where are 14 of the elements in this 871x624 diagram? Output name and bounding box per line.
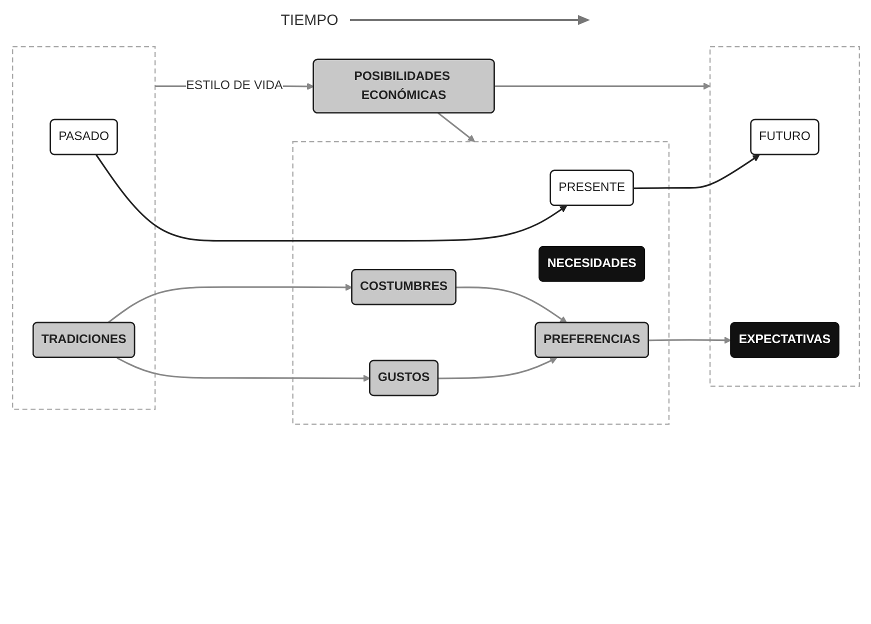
- cluster: [708, 46, 860, 387]
- axis-label: TIEMPO: [280, 12, 338, 28]
- cluster: [11, 46, 156, 410]
- arrow: [116, 357, 370, 382]
- arrow: [438, 357, 557, 380]
- arrow: [633, 154, 760, 190]
- arrow: [648, 336, 731, 344]
- arrow: [456, 286, 567, 324]
- arrow: [106, 284, 352, 324]
- edge-label: ESTILO DE VIDA: [186, 78, 282, 93]
- arrow: [494, 82, 710, 90]
- arrow: [95, 154, 567, 242]
- arrow: [436, 112, 475, 142]
- cluster: [292, 141, 670, 425]
